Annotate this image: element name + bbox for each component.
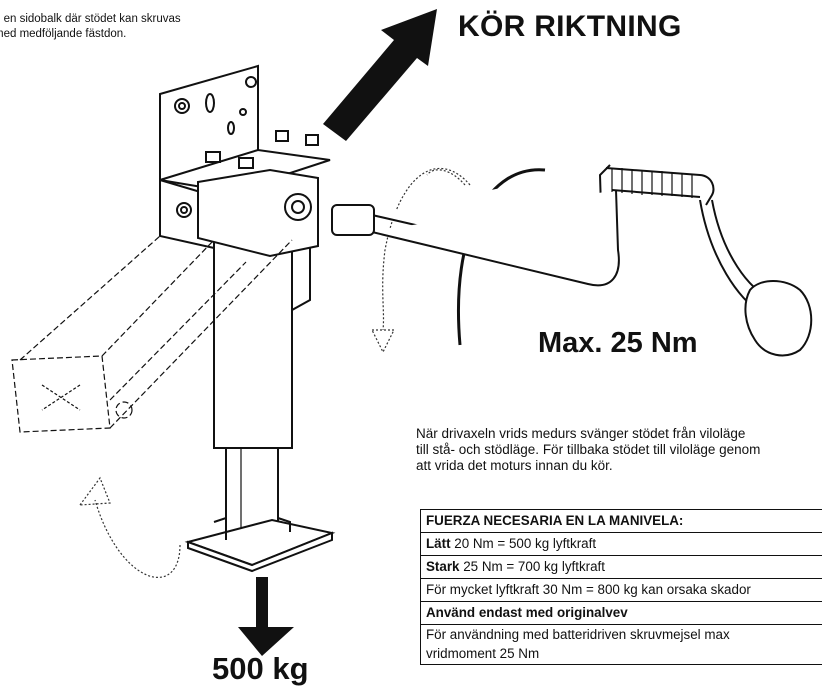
max-torque-label: Max. 25 Nm — [538, 327, 698, 359]
detached-foot-plate — [11, 235, 293, 433]
table-row: Stark 25 Nm = 700 kg lyftkraft — [420, 555, 822, 579]
force-warning: För mycket lyftkraft 30 Nm = 800 kg kan … — [426, 582, 751, 597]
battery-note-line-1: För användning med batteridriven skruvme… — [426, 627, 730, 642]
driving-direction-label: KÖR RIKTNING — [458, 10, 682, 43]
mounting-note-line-1: d en sidobalk där stödet kan skruvas — [0, 13, 181, 25]
force-value-light: 20 Nm = 500 kg lyftkraft — [450, 536, 597, 551]
battery-note-line-2: vridmoment 25 Nm — [426, 646, 540, 661]
load-weight-label: 500 kg — [212, 651, 309, 686]
swing-description: När drivaxeln vrids medurs svänger stöde… — [416, 426, 760, 474]
mounting-note-line-2: med medföljande fästdon. — [0, 28, 127, 40]
mounting-bracket — [159, 64, 331, 258]
table-row: För användning med batteridriven skruvme… — [420, 624, 822, 665]
crank-handle — [331, 164, 813, 357]
driving-direction-arrow — [323, 9, 437, 141]
mounting-note: d en sidobalk där stödet kan skruvas med… — [0, 12, 181, 42]
table-row: För mycket lyftkraft 30 Nm = 800 kg kan … — [420, 578, 822, 602]
force-value-strong: 25 Nm = 700 kg lyftkraft — [459, 559, 605, 574]
original-crank-note: Använd endast med originalvev — [420, 601, 822, 625]
force-level-light: Lätt — [426, 536, 451, 551]
table-header: FUERZA NECESARIA EN LA MANIVELA: — [420, 509, 822, 533]
table-row: Använd endast med originalvev — [420, 601, 822, 625]
description-line-2: till stå- och stödläge. För tillbaka stö… — [416, 442, 761, 457]
force-level-strong: Stark — [426, 559, 460, 574]
jack-leg — [184, 231, 336, 573]
description-line-3: att vrida det moturs innan du kör. — [416, 458, 613, 473]
crank-force-table: FUERZA NECESARIA EN LA MANIVELA: Lätt 20… — [420, 509, 822, 665]
table-header-row: FUERZA NECESARIA EN LA MANIVELA: — [420, 509, 822, 533]
description-line-1: När drivaxeln vrids medurs svänger stöde… — [416, 426, 746, 441]
table-row: Lätt 20 Nm = 500 kg lyftkraft — [420, 532, 822, 556]
downward-load-arrow — [238, 577, 294, 656]
